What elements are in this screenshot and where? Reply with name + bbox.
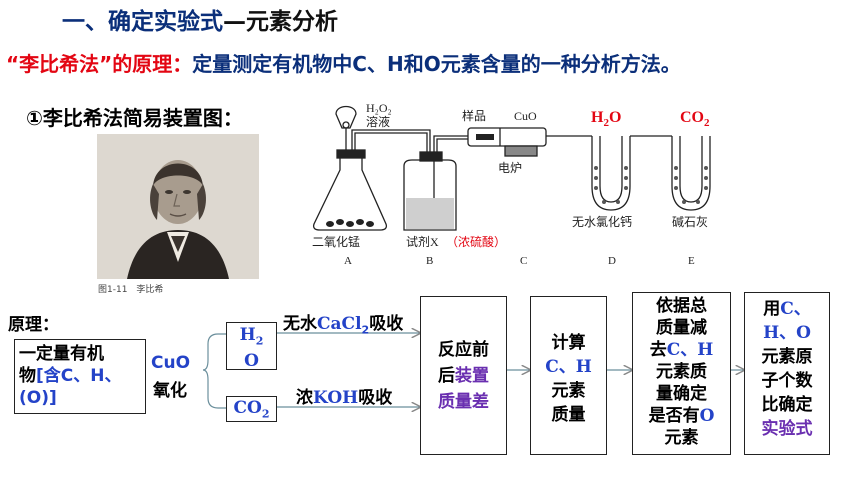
- letter-b: B: [426, 255, 433, 267]
- start-line-2a: 物: [19, 366, 36, 386]
- letter-d: D: [608, 255, 616, 267]
- letter-a: A: [344, 255, 352, 267]
- b5-line-6a: 是否有: [648, 406, 700, 426]
- lower-absorb-label: 浓KOH吸收: [296, 383, 392, 408]
- co2-co: CO: [233, 398, 262, 418]
- upper-d: 吸收: [369, 314, 404, 334]
- conc-h2so4-label: （浓硫酸）: [446, 234, 506, 249]
- b4-line-1: 计算: [551, 333, 586, 353]
- principle-line: “李比希法”的原理：定量测定有机物中C、H和O元素含量的一种分析方法。: [6, 48, 681, 77]
- oxygen-check-box: 依据总 质量减 去C、H 元素质 量确定 是否有O 元素: [632, 292, 731, 455]
- b6-line-5: 比确定: [761, 395, 813, 415]
- title-suffix: —元素分析: [223, 9, 338, 35]
- h2o2-label: H₂O₂: [366, 101, 392, 115]
- b3-line-3: 质量差: [438, 392, 489, 412]
- b6-line-6: 实验式: [761, 419, 813, 439]
- b5-line-3b: C、H: [666, 340, 714, 360]
- cacl2-label: 无水氯化钙: [572, 215, 632, 229]
- b5-line-5: 量确定: [656, 384, 707, 404]
- letter-c: C: [520, 255, 527, 267]
- b5-line-4: 元素质: [656, 362, 707, 382]
- b4-line-2: C、H: [545, 357, 592, 377]
- b6-line-1b: C、: [780, 299, 811, 319]
- cuo-reagent: CuO: [151, 353, 191, 373]
- b6-line-3: 元素原: [761, 347, 813, 367]
- page-title: 一、确定实验式—元素分析: [62, 2, 338, 36]
- start-line-3: (O)]: [19, 388, 57, 408]
- upper-absorb-label: 无水CaCl2吸收: [283, 309, 403, 336]
- reagent-x-label: 试剂X: [406, 234, 439, 249]
- liebig-apparatus-diagram: H₂O₂ 溶液 样品 CuO 电炉 H2O CO2 二氧化锰 试剂X （浓硫酸）…: [312, 101, 711, 267]
- h2o-box: H2 O: [226, 322, 277, 372]
- b6-line-2: H、O: [763, 323, 811, 343]
- co2-red-label: CO2: [680, 109, 710, 129]
- mno2-label: 二氧化锰: [312, 234, 360, 249]
- cuo-label: CuO: [514, 109, 537, 123]
- letter-e: E: [688, 255, 695, 267]
- h2o-sub: 2: [255, 334, 264, 348]
- sodalime-label: 碱石灰: [672, 215, 708, 229]
- co2-sub: 2: [261, 407, 270, 421]
- principle-text: 定量测定有机物中C、H和O元素含量的一种分析方法。: [192, 52, 681, 76]
- b3-line-2a: 后: [438, 366, 455, 386]
- b5-line-6b: O: [699, 406, 715, 426]
- upper-a: 无水: [283, 314, 317, 334]
- h2o-red-label: H2O: [591, 109, 621, 129]
- b5-line-3: 去C、H: [633, 339, 730, 361]
- h2o2-solution-label: 溶液: [366, 114, 390, 129]
- b3-line-2b: 装置: [455, 366, 489, 386]
- title-prefix: 一、确定实验式: [62, 9, 223, 35]
- b5-line-3a: 去: [649, 340, 667, 360]
- empirical-formula-box: 用C、 H、O 元素原 子个数 比确定 实验式: [744, 292, 830, 455]
- calculate-box: 计算 C、H 元素 质量: [530, 296, 607, 455]
- b5-line-2: 质量减: [656, 318, 707, 338]
- lower-b: KOH: [313, 388, 359, 408]
- b3-line-1: 反应前: [438, 340, 489, 360]
- b5-line-6: 是否有O: [633, 405, 730, 427]
- liebig-portrait: [97, 134, 259, 279]
- b3-line-2: 后装置: [421, 363, 506, 389]
- b6-line-1: 用C、: [745, 297, 829, 321]
- h2o-red-sub: 2: [603, 117, 609, 129]
- upper-c: 2: [361, 323, 370, 337]
- b6-line-4: 子个数: [761, 371, 813, 391]
- oxidize-label: 氧化: [153, 381, 187, 401]
- start-box: 一定量有机 物[含C、H、 (O)]: [14, 339, 146, 414]
- b4-line-3: 元素: [551, 381, 586, 401]
- h2o-h: H: [239, 325, 256, 345]
- start-line-2: 物[含C、H、: [19, 365, 141, 387]
- portrait-caption: 图1-11 李比希: [98, 285, 164, 295]
- b6-line-1a: 用: [763, 299, 781, 319]
- flow-principle-label: 原理：: [8, 315, 59, 335]
- lower-a: 浓: [296, 388, 313, 408]
- b4-line-4: 质量: [551, 405, 586, 425]
- upper-b: CaCl: [317, 314, 362, 334]
- apparatus-section-label: ①李比希法简易装置图：: [26, 106, 243, 130]
- h2o-red-o: O: [609, 109, 621, 126]
- b5-line-1: 依据总: [656, 296, 707, 316]
- mass-difference-box: 反应前 后装置 质量差: [420, 296, 507, 455]
- co2-box: CO2: [226, 396, 277, 422]
- furnace-label: 电炉: [498, 161, 522, 175]
- h2o-red-h: H: [591, 109, 604, 126]
- co2-red-sub: 2: [704, 117, 710, 129]
- co2-red-co: CO: [680, 109, 704, 126]
- lower-c: 吸收: [358, 388, 393, 408]
- sample-label: 样品: [462, 108, 486, 123]
- b5-line-7: 元素: [664, 428, 699, 448]
- h2o-o: O: [244, 351, 259, 372]
- principle-label: “李比希法”的原理：: [6, 52, 193, 76]
- start-line-1: 一定量有机: [19, 344, 104, 364]
- start-line-2b: [含C、H、: [36, 366, 122, 386]
